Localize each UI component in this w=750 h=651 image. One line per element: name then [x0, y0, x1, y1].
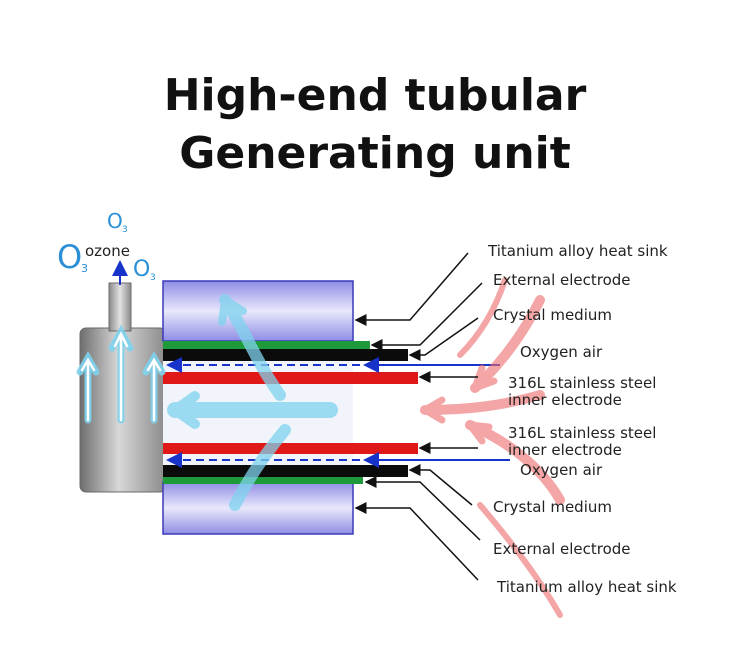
label-heat-sink-top: Titanium alloy heat sink	[487, 242, 668, 260]
label-heat-sink-bottom: Titanium alloy heat sink	[496, 578, 677, 596]
svg-text:3: 3	[122, 225, 128, 235]
label-oxygen-air-bottom: Oxygen air	[520, 461, 603, 479]
outlet-flow-arrows-inner	[80, 331, 162, 422]
ozone-flow-arrows	[167, 294, 338, 511]
ozone-molecule-left: O 3	[57, 238, 88, 276]
title-line-1: High-end tubular	[163, 70, 587, 121]
ozone-outlet-nozzle	[108, 282, 132, 332]
ozone-label: ozone	[85, 242, 130, 260]
svg-text:3: 3	[150, 273, 156, 283]
label-inner-electrode-bottom-2: inner electrode	[508, 441, 622, 459]
svg-text:O: O	[57, 238, 82, 276]
label-external-electrode-bottom: External electrode	[493, 540, 631, 558]
red-inflow-arrows	[420, 277, 565, 618]
label-crystal-medium-top: Crystal medium	[493, 306, 612, 324]
svg-text:O: O	[107, 209, 123, 233]
bottom-inner-electrode	[163, 443, 418, 454]
ozone-molecule-top: O 3	[107, 209, 128, 235]
title-line-2: Generating unit	[179, 128, 571, 179]
label-crystal-medium-bottom: Crystal medium	[493, 498, 612, 516]
top-heat-sink	[162, 280, 354, 342]
svg-text:3: 3	[81, 262, 88, 275]
label-inner-electrode-top-1: 316L stainless steel	[508, 374, 656, 392]
label-inner-electrode-bottom-1: 316L stainless steel	[508, 424, 656, 442]
bottom-crystal-medium	[163, 477, 363, 484]
ozone-molecule-right: O 3	[133, 257, 156, 283]
top-inner-electrode	[163, 372, 418, 384]
top-crystal-medium	[163, 341, 370, 349]
bottom-external-electrode	[163, 465, 408, 477]
label-inner-electrode-top-2: inner electrode	[508, 391, 622, 409]
bottom-heat-sink	[162, 481, 354, 535]
svg-text:O: O	[133, 257, 150, 282]
leader-lines	[354, 252, 483, 581]
label-oxygen-air-top: Oxygen air	[520, 343, 603, 361]
label-external-electrode-top: External electrode	[493, 271, 631, 289]
top-external-electrode	[163, 349, 408, 361]
